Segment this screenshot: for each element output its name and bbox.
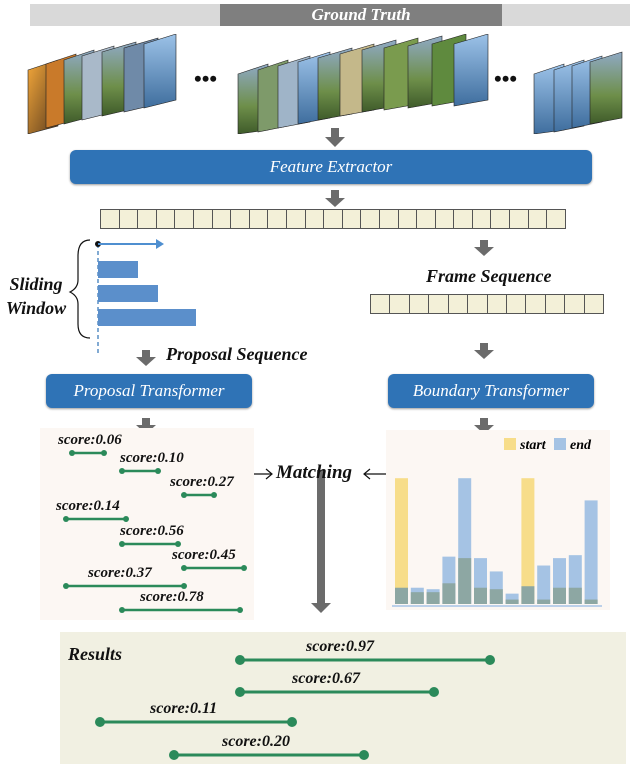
bar-overlap-5 — [474, 587, 487, 604]
bar-start-0 — [395, 478, 408, 604]
sliding-window-label: Sliding Window — [5, 274, 67, 318]
bar-overlap-8 — [521, 586, 535, 604]
boundary-chart: start end — [392, 438, 602, 607]
ground-truth-title: Ground Truth — [220, 4, 502, 26]
bar-overlap-6 — [489, 589, 503, 604]
proposal-panel — [40, 428, 254, 620]
bar-overlap-3 — [442, 583, 456, 604]
matching-label: Matching — [276, 462, 353, 483]
video-frames: ••• ••• — [27, 34, 623, 134]
bar-overlap-9 — [537, 599, 551, 604]
bar-overlap-1 — [410, 592, 424, 604]
bar-overlap-7 — [505, 599, 519, 604]
proposal-transformer-box: Proposal Transformer — [46, 374, 252, 408]
frame-stack-right — [533, 51, 623, 134]
bar-overlap-10 — [553, 587, 566, 604]
results-panel — [60, 632, 626, 764]
frame-sequence — [370, 294, 605, 314]
feature-sequence — [100, 209, 566, 229]
frame-stack-left — [27, 34, 177, 134]
bar-overlap-0 — [395, 587, 408, 604]
bar-start-8 — [521, 478, 535, 604]
legend-swatch-start — [504, 438, 516, 450]
legend-swatch-end — [554, 438, 566, 450]
ellipsis-1: ••• — [194, 66, 217, 91]
proposal-sequence-label: Proposal Sequence — [166, 344, 308, 364]
legend-label-start: start — [519, 438, 547, 453]
bar-end-9 — [537, 565, 551, 604]
frame-sequence-label: Frame Sequence — [426, 266, 552, 286]
results-label: Results — [68, 644, 123, 664]
frame-stack-middle — [237, 34, 489, 134]
sliding-window-diagram — [68, 239, 196, 354]
bar-overlap-2 — [426, 592, 440, 604]
bar-overlap-11 — [568, 587, 582, 604]
ellipsis-2: ••• — [494, 66, 517, 91]
bar-overlap-4 — [458, 558, 472, 604]
bar-end-12 — [584, 500, 598, 604]
feature-extractor-box: Feature Extractor — [70, 150, 592, 184]
bar-overlap-12 — [584, 599, 598, 604]
legend-label-end: end — [570, 438, 592, 453]
boundary-transformer-box: Boundary Transformer — [388, 374, 594, 408]
bar-end-7 — [505, 593, 519, 604]
